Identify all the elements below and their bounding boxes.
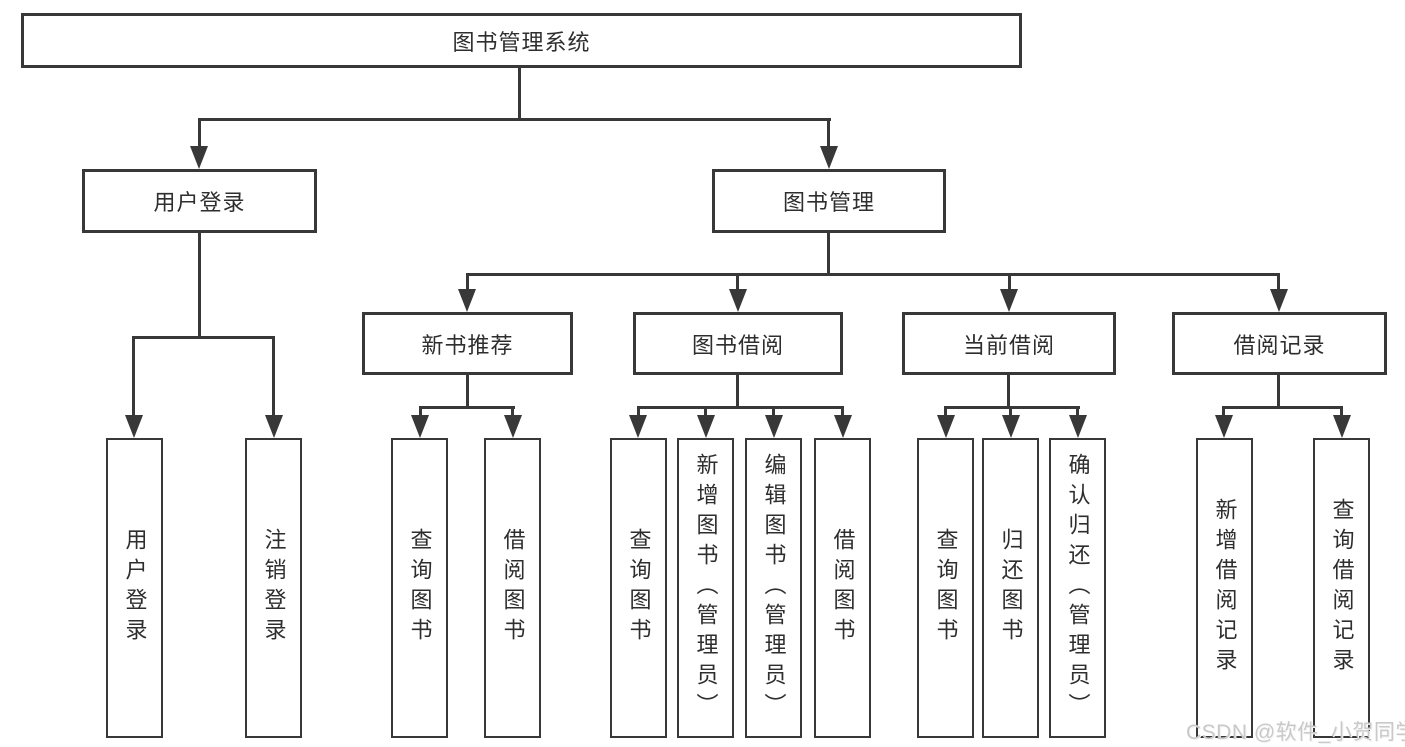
connector-stem	[466, 375, 469, 406]
arrow-down-icon	[190, 146, 208, 169]
connector-line	[466, 273, 469, 293]
node-label: 归还图书	[998, 528, 1024, 648]
arrow-down-icon	[1270, 289, 1288, 312]
arrow-down-icon	[265, 415, 283, 438]
node-label: 新书推荐	[421, 332, 514, 358]
node-label: 图书借阅	[691, 332, 784, 358]
node-label: 图书管理系统	[452, 29, 591, 55]
leaf-user-login: 用户登录	[106, 438, 163, 738]
connector-bar	[637, 406, 844, 409]
arrow-down-icon	[458, 289, 476, 312]
node-label: 查询图书	[407, 528, 433, 648]
connector-line	[841, 406, 844, 419]
connector-user-login-bar	[132, 336, 275, 339]
node-current-borrowing: 当前借阅	[902, 312, 1116, 375]
node-label: 查询图书	[933, 528, 959, 648]
leaf-borrow-books-recommend: 借阅图书	[484, 438, 541, 738]
leaf-query-books-borrowing: 查询图书	[610, 438, 667, 738]
node-label: 查询图书	[626, 528, 652, 648]
connector-to-user-login	[198, 118, 201, 150]
arrow-down-icon	[729, 289, 747, 312]
node-label: 借阅图书	[830, 528, 856, 648]
leaf-add-book-admin: 新增图书（管理员）	[677, 438, 734, 738]
connector-line	[1009, 406, 1012, 419]
connector-line	[272, 336, 275, 419]
node-label: 借阅记录	[1233, 332, 1326, 358]
connector-level2-bar	[198, 118, 831, 121]
watermark-text: CSDN @软件_小贺同学	[1186, 721, 1405, 744]
connector-line	[704, 406, 707, 419]
connector-stem	[1277, 375, 1280, 406]
arrow-down-icon	[937, 415, 955, 438]
connector-line	[1008, 273, 1011, 293]
arrow-down-icon	[765, 415, 783, 438]
arrow-down-icon	[1069, 415, 1087, 438]
connector-line	[132, 336, 135, 419]
node-label: 当前借阅	[962, 332, 1055, 358]
connector-stem	[736, 375, 739, 406]
leaf-borrow-books-borrowing: 借阅图书	[814, 438, 871, 738]
connector-to-book-management	[827, 118, 830, 150]
node-library-management-system: 图书管理系统	[21, 13, 1022, 68]
connector-book-management-stem	[827, 233, 830, 273]
node-label: 图书管理	[782, 190, 875, 215]
leaf-edit-book-admin: 编辑图书（管理员）	[745, 438, 802, 738]
connector-level3-bar	[466, 273, 1280, 276]
connector-line	[637, 406, 640, 419]
node-label: 借阅图书	[500, 528, 526, 648]
arrow-down-icon	[834, 415, 852, 438]
node-book-borrowing: 图书借阅	[633, 312, 843, 375]
node-label: 新增借阅记录	[1212, 498, 1238, 678]
leaf-query-borrow-record: 查询借阅记录	[1313, 438, 1370, 738]
connector-line	[511, 406, 514, 419]
connector-line	[1340, 406, 1343, 419]
connector-line	[772, 406, 775, 419]
connector-bar	[944, 406, 1080, 409]
connector-line	[1277, 273, 1280, 293]
node-label: 用户登录	[153, 190, 246, 215]
node-label: 确认归还（管理员）	[1065, 453, 1091, 723]
arrow-down-icon	[125, 415, 143, 438]
connector-stem	[1007, 375, 1010, 406]
arrow-down-icon	[1215, 415, 1233, 438]
connector-bar	[419, 406, 515, 409]
node-new-book-recommendation: 新书推荐	[362, 312, 573, 375]
connector-bar	[1222, 406, 1343, 409]
arrow-down-icon	[1002, 415, 1020, 438]
leaf-add-borrow-record: 新增借阅记录	[1196, 438, 1253, 738]
node-label: 查询借阅记录	[1329, 498, 1355, 678]
arrow-down-icon	[820, 146, 838, 169]
connector-line	[419, 406, 422, 419]
arrow-down-icon	[504, 415, 522, 438]
node-label: 注销登录	[261, 528, 287, 648]
connector-line	[1222, 406, 1225, 419]
leaf-query-books-recommend: 查询图书	[391, 438, 448, 738]
connector-line	[736, 273, 739, 293]
node-label: 新增图书（管理员）	[693, 453, 719, 723]
leaf-return-book: 归还图书	[982, 438, 1039, 738]
arrow-down-icon	[1333, 415, 1351, 438]
node-label: 编辑图书（管理员）	[761, 453, 787, 723]
connector-root-stem	[518, 68, 521, 118]
arrow-down-icon	[697, 415, 715, 438]
node-user-login: 用户登录	[82, 169, 317, 233]
connector-user-login-stem	[198, 233, 201, 336]
arrow-down-icon	[411, 415, 429, 438]
arrow-down-icon	[629, 415, 647, 438]
connector-line	[1076, 406, 1079, 419]
leaf-confirm-return-admin: 确认归还（管理员）	[1049, 438, 1106, 738]
node-book-management: 图书管理	[712, 169, 946, 233]
node-label: 用户登录	[122, 528, 148, 648]
leaf-logout: 注销登录	[245, 438, 302, 738]
leaf-query-books-current: 查询图书	[917, 438, 974, 738]
node-borrowing-records: 借阅记录	[1172, 312, 1387, 375]
arrow-down-icon	[1000, 289, 1018, 312]
connector-line	[944, 406, 947, 419]
